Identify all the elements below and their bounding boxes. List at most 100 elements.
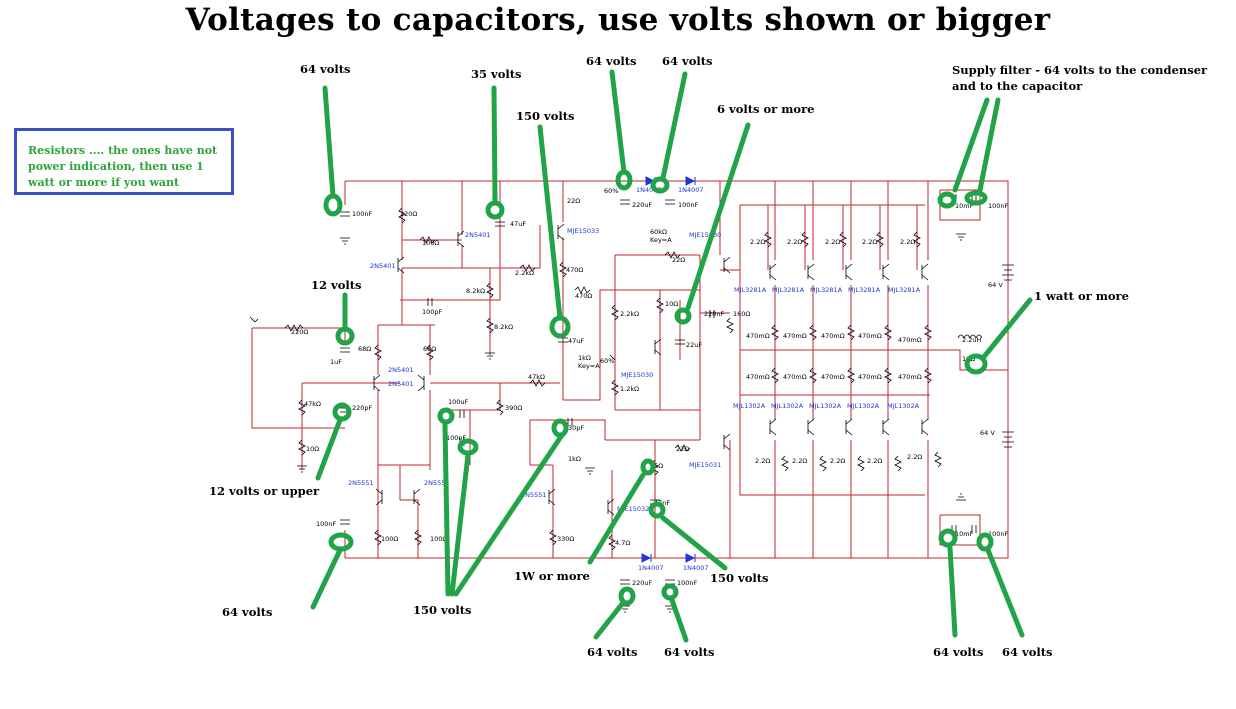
label-r47k-a: 47kΩ: [528, 373, 545, 381]
label-c30pf: 30pF: [568, 424, 584, 432]
highlight-circle: [618, 586, 636, 606]
label-c100nf-in: 100nF: [352, 210, 373, 218]
label-c100nf-br: 100nF: [988, 530, 1009, 538]
label-q2n5401-a: 2N5401: [465, 231, 491, 239]
highlight-circle: [650, 176, 670, 194]
annotation-64v: 64 volts: [662, 54, 713, 68]
resistor-note-box: Resistors .... the ones have not power i…: [14, 128, 234, 195]
annotation-64v: 64 volts: [300, 62, 351, 76]
label-mjl3281a-3: MJL3281A: [810, 286, 843, 294]
label-q2n5551-c: 2N5551: [521, 491, 547, 499]
label-r1k-b: 1kΩ: [568, 455, 581, 463]
label-r82k-b: 8.2kΩ: [494, 323, 513, 331]
wires: [251, 180, 1009, 559]
label-r22k-b: 2.2kΩ: [620, 310, 639, 318]
label-r22-b: 22Ω: [672, 256, 685, 264]
label-pot60: 60%: [604, 187, 618, 195]
annotation-150v: 150 volts: [516, 109, 575, 123]
label-c100uf: 100uF: [448, 398, 469, 406]
annotation-150v: 150 volts: [413, 603, 472, 617]
pointer-line: [685, 122, 751, 311]
label-c220uf-top: 220uF: [632, 201, 653, 209]
highlight-circle: [964, 353, 988, 375]
highlights: [310, 69, 1033, 643]
label-r470m-9: 470mΩ: [858, 373, 882, 381]
label-c220nf: 220nF: [704, 310, 725, 318]
resistor-note: Resistors .... the ones have not power i…: [28, 144, 218, 189]
annotation-1w-or-more: 1W or more: [514, 569, 590, 583]
label-q2n5551-b: 2N5551: [424, 479, 450, 487]
label-r470m-8: 470mΩ: [821, 373, 845, 381]
annotation-64v: 64 volts: [1002, 645, 1053, 659]
label-r470m-1: 470mΩ: [746, 332, 770, 340]
label-r60k: 60kΩ: [650, 228, 667, 236]
pointer-line: [322, 85, 336, 199]
highlight-circle: [615, 169, 633, 191]
label-key-a2: Key=A: [578, 362, 600, 370]
label-r22-8: 2.2Ω: [830, 457, 845, 465]
pointer-line: [449, 452, 471, 597]
label-r47: 4.7Ω: [615, 539, 630, 547]
highlight-circle: [485, 200, 505, 220]
label-q2n5551-a: 2N5551: [348, 479, 374, 487]
label-mjl1302a-2: MJL1302A: [771, 402, 804, 410]
label-c22uf: 22uF: [686, 341, 702, 349]
label-c47nf: 47nF: [654, 499, 670, 507]
highlight-circle: [437, 407, 455, 425]
label-v64-a: 64 V: [988, 281, 1003, 289]
label-mjl3281a-1: MJL3281A: [734, 286, 767, 294]
pointer-line: [315, 417, 343, 481]
label-q2n5401-c: 2N5401: [388, 366, 414, 374]
label-c100nf-mid: 100nF: [446, 434, 467, 442]
label-c47uf-b: 47uF: [568, 337, 584, 345]
highlight-circle: [335, 326, 355, 346]
highlight-circle: [674, 307, 692, 325]
label-r470m-10: 470mΩ: [898, 373, 922, 381]
label-c220pf: 220pF: [352, 404, 373, 412]
pointer-line: [587, 472, 646, 565]
label-c10mf-top: 10mF: [955, 202, 974, 210]
annotation-64v: 64 volts: [664, 645, 715, 659]
label-r100: 100Ω: [422, 239, 439, 247]
label-pot60b: 60%: [600, 357, 614, 365]
component-labels: 100nF 220Ω 100Ω 2N5401 2N5401 47uF 22Ω M…: [291, 186, 1009, 587]
label-mje15030-b: MJE15030: [621, 371, 653, 379]
highlight-circle: [976, 532, 994, 552]
pointer-line: [537, 124, 563, 321]
label-r330: 330Ω: [557, 535, 574, 543]
annotation-supply-filter: Supply filter - 64 volts to the condense…: [952, 63, 1208, 93]
label-c100nf-bot: 100nF: [677, 579, 698, 587]
label-key-a1: Key=A: [650, 236, 672, 244]
label-r22-6: 2.2Ω: [755, 457, 770, 465]
pointer-line: [310, 547, 343, 610]
annotation-6v: 6 volts or more: [717, 102, 815, 116]
label-r1k: 1kΩ: [578, 354, 591, 362]
highlight-circle: [549, 315, 571, 339]
annotation-12v-upper: 12 volts or upper: [209, 484, 320, 498]
label-c100pf: 100pF: [422, 308, 443, 316]
label-mjl1302a-1: MJL1302A: [733, 402, 766, 410]
highlight-circle: [937, 191, 957, 209]
label-mje15033: MJE15033: [567, 227, 599, 235]
label-r220: 220Ω: [400, 210, 417, 218]
label-r390: 390Ω: [505, 404, 522, 412]
label-r470m-2: 470mΩ: [783, 332, 807, 340]
pointer-line: [609, 69, 627, 175]
label-r47k-b: 47kΩ: [304, 400, 321, 408]
label-r15: 15Ω: [650, 462, 663, 470]
label-d1n4007-b: 1N4007: [678, 186, 704, 194]
label-mjl1302a-5: MJL1302A: [887, 402, 920, 410]
label-r22-3: 2.2Ω: [825, 238, 840, 246]
label-r22-4: 2.2Ω: [862, 238, 877, 246]
label-r12k: 1.2kΩ: [620, 385, 639, 393]
pointer-line: [980, 297, 1033, 361]
label-r470m-6: 470mΩ: [746, 373, 770, 381]
label-d1n4007-d: 1N4007: [683, 564, 709, 572]
highlight-circle: [323, 193, 343, 217]
label-mjl3281a-5: MJL3281A: [888, 286, 921, 294]
highlight-circle: [457, 438, 479, 456]
label-mje15030-a: MJE15030: [689, 231, 721, 239]
pointer-line: [985, 547, 1025, 638]
annotation-150v: 150 volts: [710, 571, 769, 585]
